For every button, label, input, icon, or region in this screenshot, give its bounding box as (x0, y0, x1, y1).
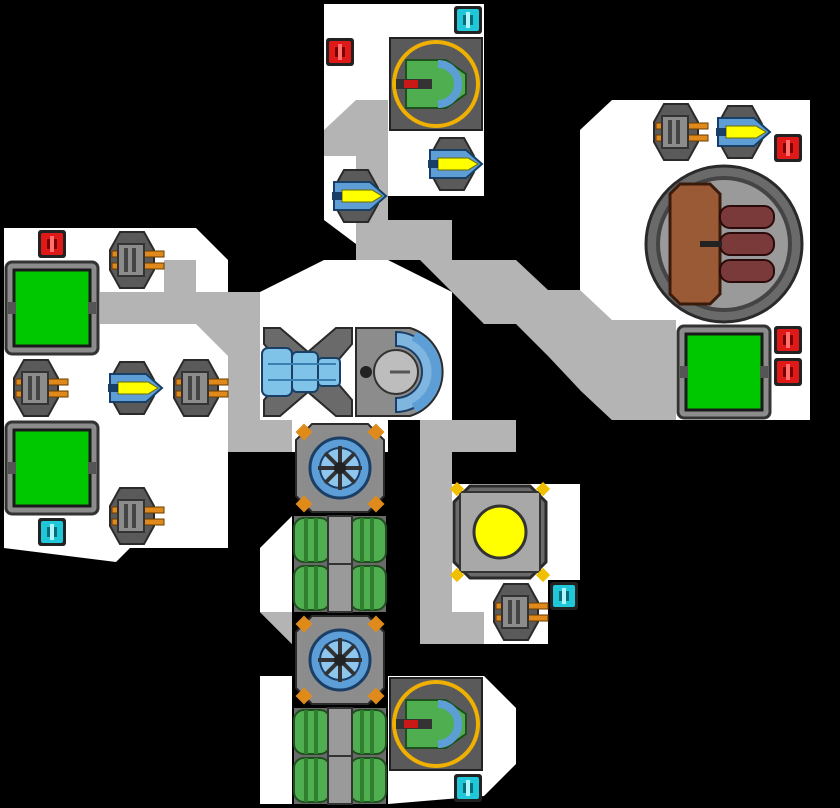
green-pad-icon[interactable] (4, 260, 100, 356)
cyan-node-icon[interactable] (38, 518, 66, 546)
green-pad-icon[interactable] (676, 324, 772, 420)
cyan-node-icon[interactable] (454, 6, 482, 34)
green-cannon-icon[interactable] (390, 678, 482, 770)
floor-lower-section (260, 516, 292, 804)
corridor-center-down (260, 420, 292, 452)
corridor-right-down (420, 420, 516, 644)
cockpit-icon[interactable] (355, 327, 444, 417)
corridor-top (324, 100, 676, 420)
cyan-node-icon[interactable] (454, 774, 482, 802)
shield-generator-icon[interactable] (293, 613, 387, 707)
fuel-tank-icon[interactable] (293, 755, 387, 805)
reactor-core-icon[interactable] (448, 480, 552, 584)
red-node-icon[interactable] (774, 134, 802, 162)
corridor-layer (100, 100, 676, 644)
component-layer (4, 6, 804, 805)
engine-icon[interactable] (261, 327, 353, 417)
red-node-icon[interactable] (38, 230, 66, 258)
green-pad-icon[interactable] (4, 420, 100, 516)
red-node-icon[interactable] (774, 358, 802, 386)
shield-generator-icon[interactable] (293, 421, 387, 515)
corridor-bottom-left (260, 612, 292, 644)
fuel-tank-icon[interactable] (293, 563, 387, 613)
fuel-tank-icon[interactable] (293, 707, 387, 757)
green-cannon-icon[interactable] (390, 38, 482, 130)
cargo-bay-icon[interactable] (644, 164, 804, 324)
fuel-tank-icon[interactable] (293, 515, 387, 565)
red-node-icon[interactable] (326, 38, 354, 66)
corridor-left (100, 260, 260, 452)
cyan-node-icon[interactable] (550, 582, 578, 610)
red-node-icon[interactable] (774, 326, 802, 354)
